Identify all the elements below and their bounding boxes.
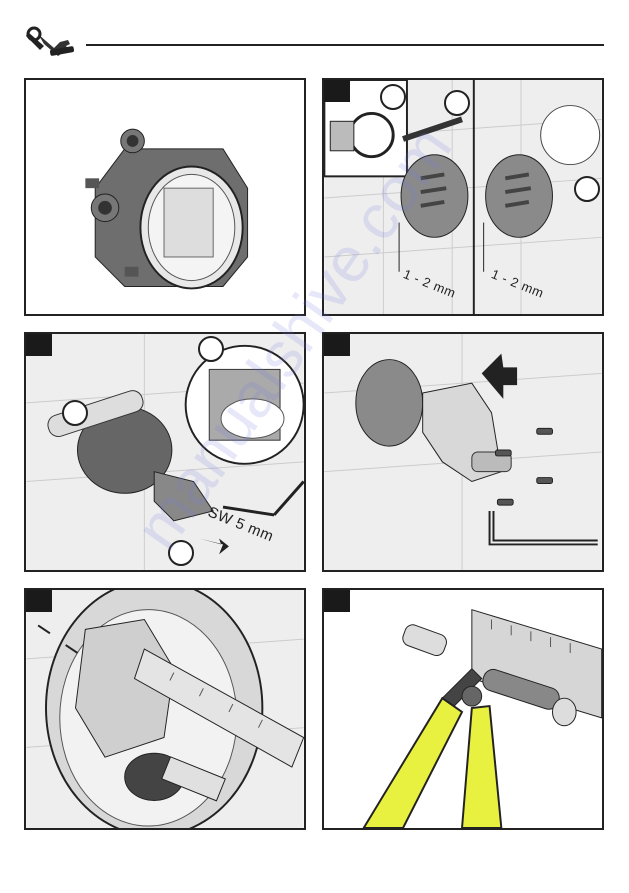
panel-valve-body: [322, 332, 604, 572]
callout-circle: [574, 176, 600, 202]
step-number-box: [26, 590, 52, 612]
step-number-box: [324, 590, 350, 612]
tools-icon: [24, 26, 78, 62]
panel-pre-assembly: SW 5 mm: [24, 332, 306, 572]
callout-circle: [198, 336, 224, 362]
panel-installation-box: [24, 78, 306, 316]
step-number-box: [26, 334, 52, 356]
callout-circle: [380, 84, 406, 110]
callout-circle: [444, 90, 470, 116]
panel-cut-rod: [322, 588, 604, 830]
panel-cover-plate: 1 - 2 mm 1 - 2 mm: [322, 78, 604, 316]
callout-circle: [168, 540, 194, 566]
step-number-box: [324, 80, 350, 102]
header-rule: [86, 44, 604, 46]
panel-measure-ruler: [24, 588, 306, 830]
callout-circle: [62, 400, 88, 426]
step-number-box: [324, 334, 350, 356]
